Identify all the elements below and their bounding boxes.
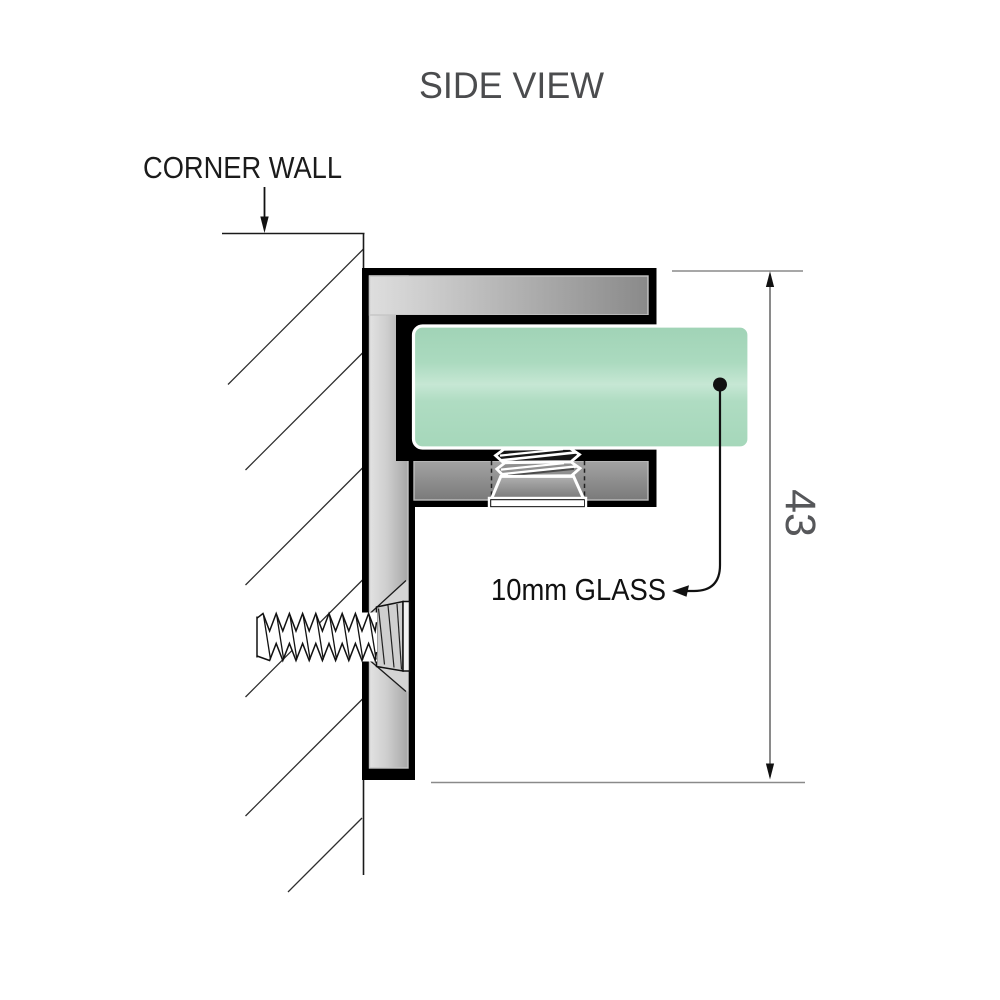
- svg-text:SIDE VIEW: SIDE VIEW: [419, 65, 604, 106]
- svg-text:43: 43: [776, 489, 824, 537]
- svg-text:10mm GLASS: 10mm GLASS: [491, 573, 666, 607]
- svg-text:CORNER WALL: CORNER WALL: [143, 151, 342, 185]
